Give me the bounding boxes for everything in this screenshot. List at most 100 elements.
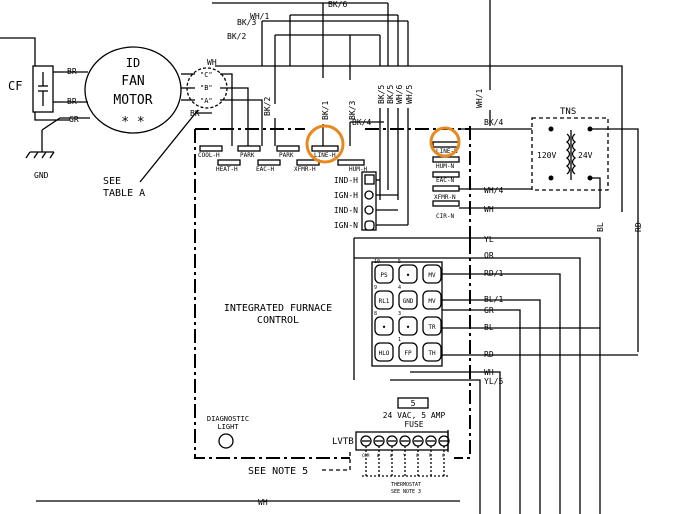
svg-text:OR: OR: [484, 251, 494, 260]
wire-label: BK/3: [348, 101, 357, 120]
svg-text:COOL-H: COOL-H: [198, 152, 220, 159]
svg-text:BK: BK: [190, 109, 200, 118]
svg-text:IND-N: IND-N: [334, 206, 358, 215]
motor-terminal-plug: "C" "B" "A" WH: [181, 58, 623, 212]
diagnostic-light: DIAGNOSTIC LIGHT: [207, 415, 249, 449]
wire-label: BK/6: [328, 0, 347, 9]
svg-text:YL: YL: [484, 235, 494, 244]
svg-text:PS: PS: [380, 272, 388, 279]
svg-text:PARK: PARK: [279, 152, 294, 159]
transformer: TNS 120V 24V: [531, 107, 639, 352]
svg-text:SEE NOTE 3: SEE NOTE 3: [391, 489, 421, 495]
svg-text:SEE NOTE 5: SEE NOTE 5: [248, 466, 308, 477]
svg-text:TNS: TNS: [560, 107, 576, 117]
svg-text:CF: CF: [8, 79, 22, 93]
svg-text:MOTOR: MOTOR: [113, 93, 152, 108]
svg-text:"C": "C": [200, 71, 213, 79]
wire-label: BK/1: [321, 101, 330, 120]
svg-text:LVTB: LVTB: [332, 437, 354, 447]
fan-motor: ID FAN MOTOR * * BR BR GR: [41, 46, 182, 134]
wire-label: WH/1: [250, 12, 269, 21]
svg-text:LINE-H: LINE-H: [314, 152, 336, 159]
wire-label: BK/2: [263, 97, 272, 116]
svg-text:GR: GR: [484, 306, 494, 315]
svg-text:IGN-H: IGN-H: [334, 191, 358, 200]
svg-text:24V: 24V: [578, 151, 593, 160]
svg-text:GND: GND: [34, 171, 49, 180]
ignition-connector: IND-H IGN-H IND-N IGN-N: [334, 171, 408, 231]
svg-text:WH: WH: [258, 498, 268, 507]
svg-text:TR: TR: [428, 324, 436, 331]
svg-text:RL1: RL1: [379, 298, 390, 305]
svg-text:"B": "B": [200, 84, 213, 92]
wire-label: WH/6: [395, 85, 404, 104]
svg-text:5: 5: [398, 259, 401, 265]
svg-text:YL/5: YL/5: [484, 377, 503, 386]
see-table-note: SEE TABLE A: [103, 109, 199, 199]
board-title-line2: CONTROL: [257, 315, 299, 326]
svg-text:CIR-N: CIR-N: [436, 213, 454, 220]
capacitor: CF: [8, 65, 62, 113]
svg-text:•: •: [382, 323, 387, 332]
line-n-highlight: [429, 126, 461, 158]
svg-text:RD: RD: [634, 222, 643, 232]
svg-text:9: 9: [374, 285, 377, 291]
svg-text:BR: BR: [67, 67, 77, 76]
svg-text:WH/4: WH/4: [484, 186, 503, 195]
svg-text:24 VAC, 5 AMP: 24 VAC, 5 AMP: [383, 411, 446, 420]
side-wire-labels: BL RD: [596, 222, 643, 232]
thermostat-note: THERMOSTAT SEE NOTE 3: [391, 482, 421, 495]
svg-text:IGN-N: IGN-N: [334, 221, 358, 230]
svg-text:1: 1: [398, 337, 401, 343]
top-wire-labels: BK/6 WH/1 BK/3 BK/2 BK/2 BK/1 BK/3 BK/5 …: [227, 0, 484, 120]
svg-text:XFMR-H: XFMR-H: [294, 166, 316, 173]
svg-text:DIAGNOSTIC: DIAGNOSTIC: [207, 415, 249, 423]
svg-text:FAN: FAN: [121, 74, 144, 89]
right-bus: YL OR RD/1 BL/1 GR BL RD WH YL/5: [353, 235, 638, 514]
main-plug: 10 PS 5 • MV 9 RL1 4 GND MV 8 • 3 • TR H…: [371, 259, 443, 367]
wire-label: WH/1: [475, 89, 484, 108]
neutral-terminals: LINE-N HUM-N EAC-N XFMR-N CIR-N BK/4 WH/…: [432, 118, 600, 220]
svg-text:120V: 120V: [537, 151, 556, 160]
svg-text:THERMOSTAT: THERMOSTAT: [391, 482, 421, 488]
svg-text:TABLE A: TABLE A: [103, 188, 145, 199]
fuse: 5 24 VAC, 5 AMP FUSE: [383, 397, 446, 429]
svg-text:EAC-N: EAC-N: [436, 177, 454, 184]
svg-text:•: •: [406, 271, 411, 280]
svg-text:PARK: PARK: [240, 152, 255, 159]
wire-label: BK/3: [237, 18, 256, 27]
svg-text:HUM-H: HUM-H: [349, 166, 367, 173]
wire-label: BK/5: [386, 85, 395, 104]
see-note-5: SEE NOTE 5: [248, 450, 351, 477]
svg-text:RD/1: RD/1: [484, 269, 503, 278]
svg-text:EAC-H: EAC-H: [256, 166, 274, 173]
svg-text:RD: RD: [484, 350, 494, 359]
svg-text:•: •: [406, 323, 411, 332]
wire-label: BK/5: [377, 85, 386, 104]
svg-text:MV: MV: [428, 272, 436, 279]
svg-text:FUSE: FUSE: [404, 420, 423, 429]
svg-text:HUM-N: HUM-N: [436, 163, 454, 170]
svg-text:"A": "A": [200, 97, 213, 105]
line-h-highlight: [305, 124, 345, 164]
svg-text:SEE: SEE: [103, 176, 121, 187]
board-title: INTEGRATED FURNACE CONTROL: [224, 303, 332, 326]
svg-text:GND: GND: [403, 298, 414, 305]
svg-text:* *: * *: [121, 115, 144, 130]
svg-text:3: 3: [398, 311, 401, 317]
svg-text:BL: BL: [484, 323, 494, 332]
svg-text:WH: WH: [207, 58, 217, 67]
svg-text:HEAT-H: HEAT-H: [216, 166, 238, 173]
svg-text:GR: GR: [69, 115, 79, 124]
bottom-wh-wire: WH: [36, 498, 460, 507]
low-voltage-terminal-block: LVTB COM W W Y G R C: [332, 430, 450, 477]
svg-text:TH: TH: [428, 350, 436, 357]
svg-text:IND-H: IND-H: [334, 176, 358, 185]
svg-text:HLO: HLO: [379, 350, 390, 357]
svg-text:WH: WH: [484, 205, 494, 214]
svg-text:BR: BR: [67, 97, 77, 106]
svg-text:FP: FP: [404, 350, 412, 357]
svg-text:LINE-N: LINE-N: [436, 148, 458, 155]
svg-text:MV: MV: [428, 298, 436, 305]
